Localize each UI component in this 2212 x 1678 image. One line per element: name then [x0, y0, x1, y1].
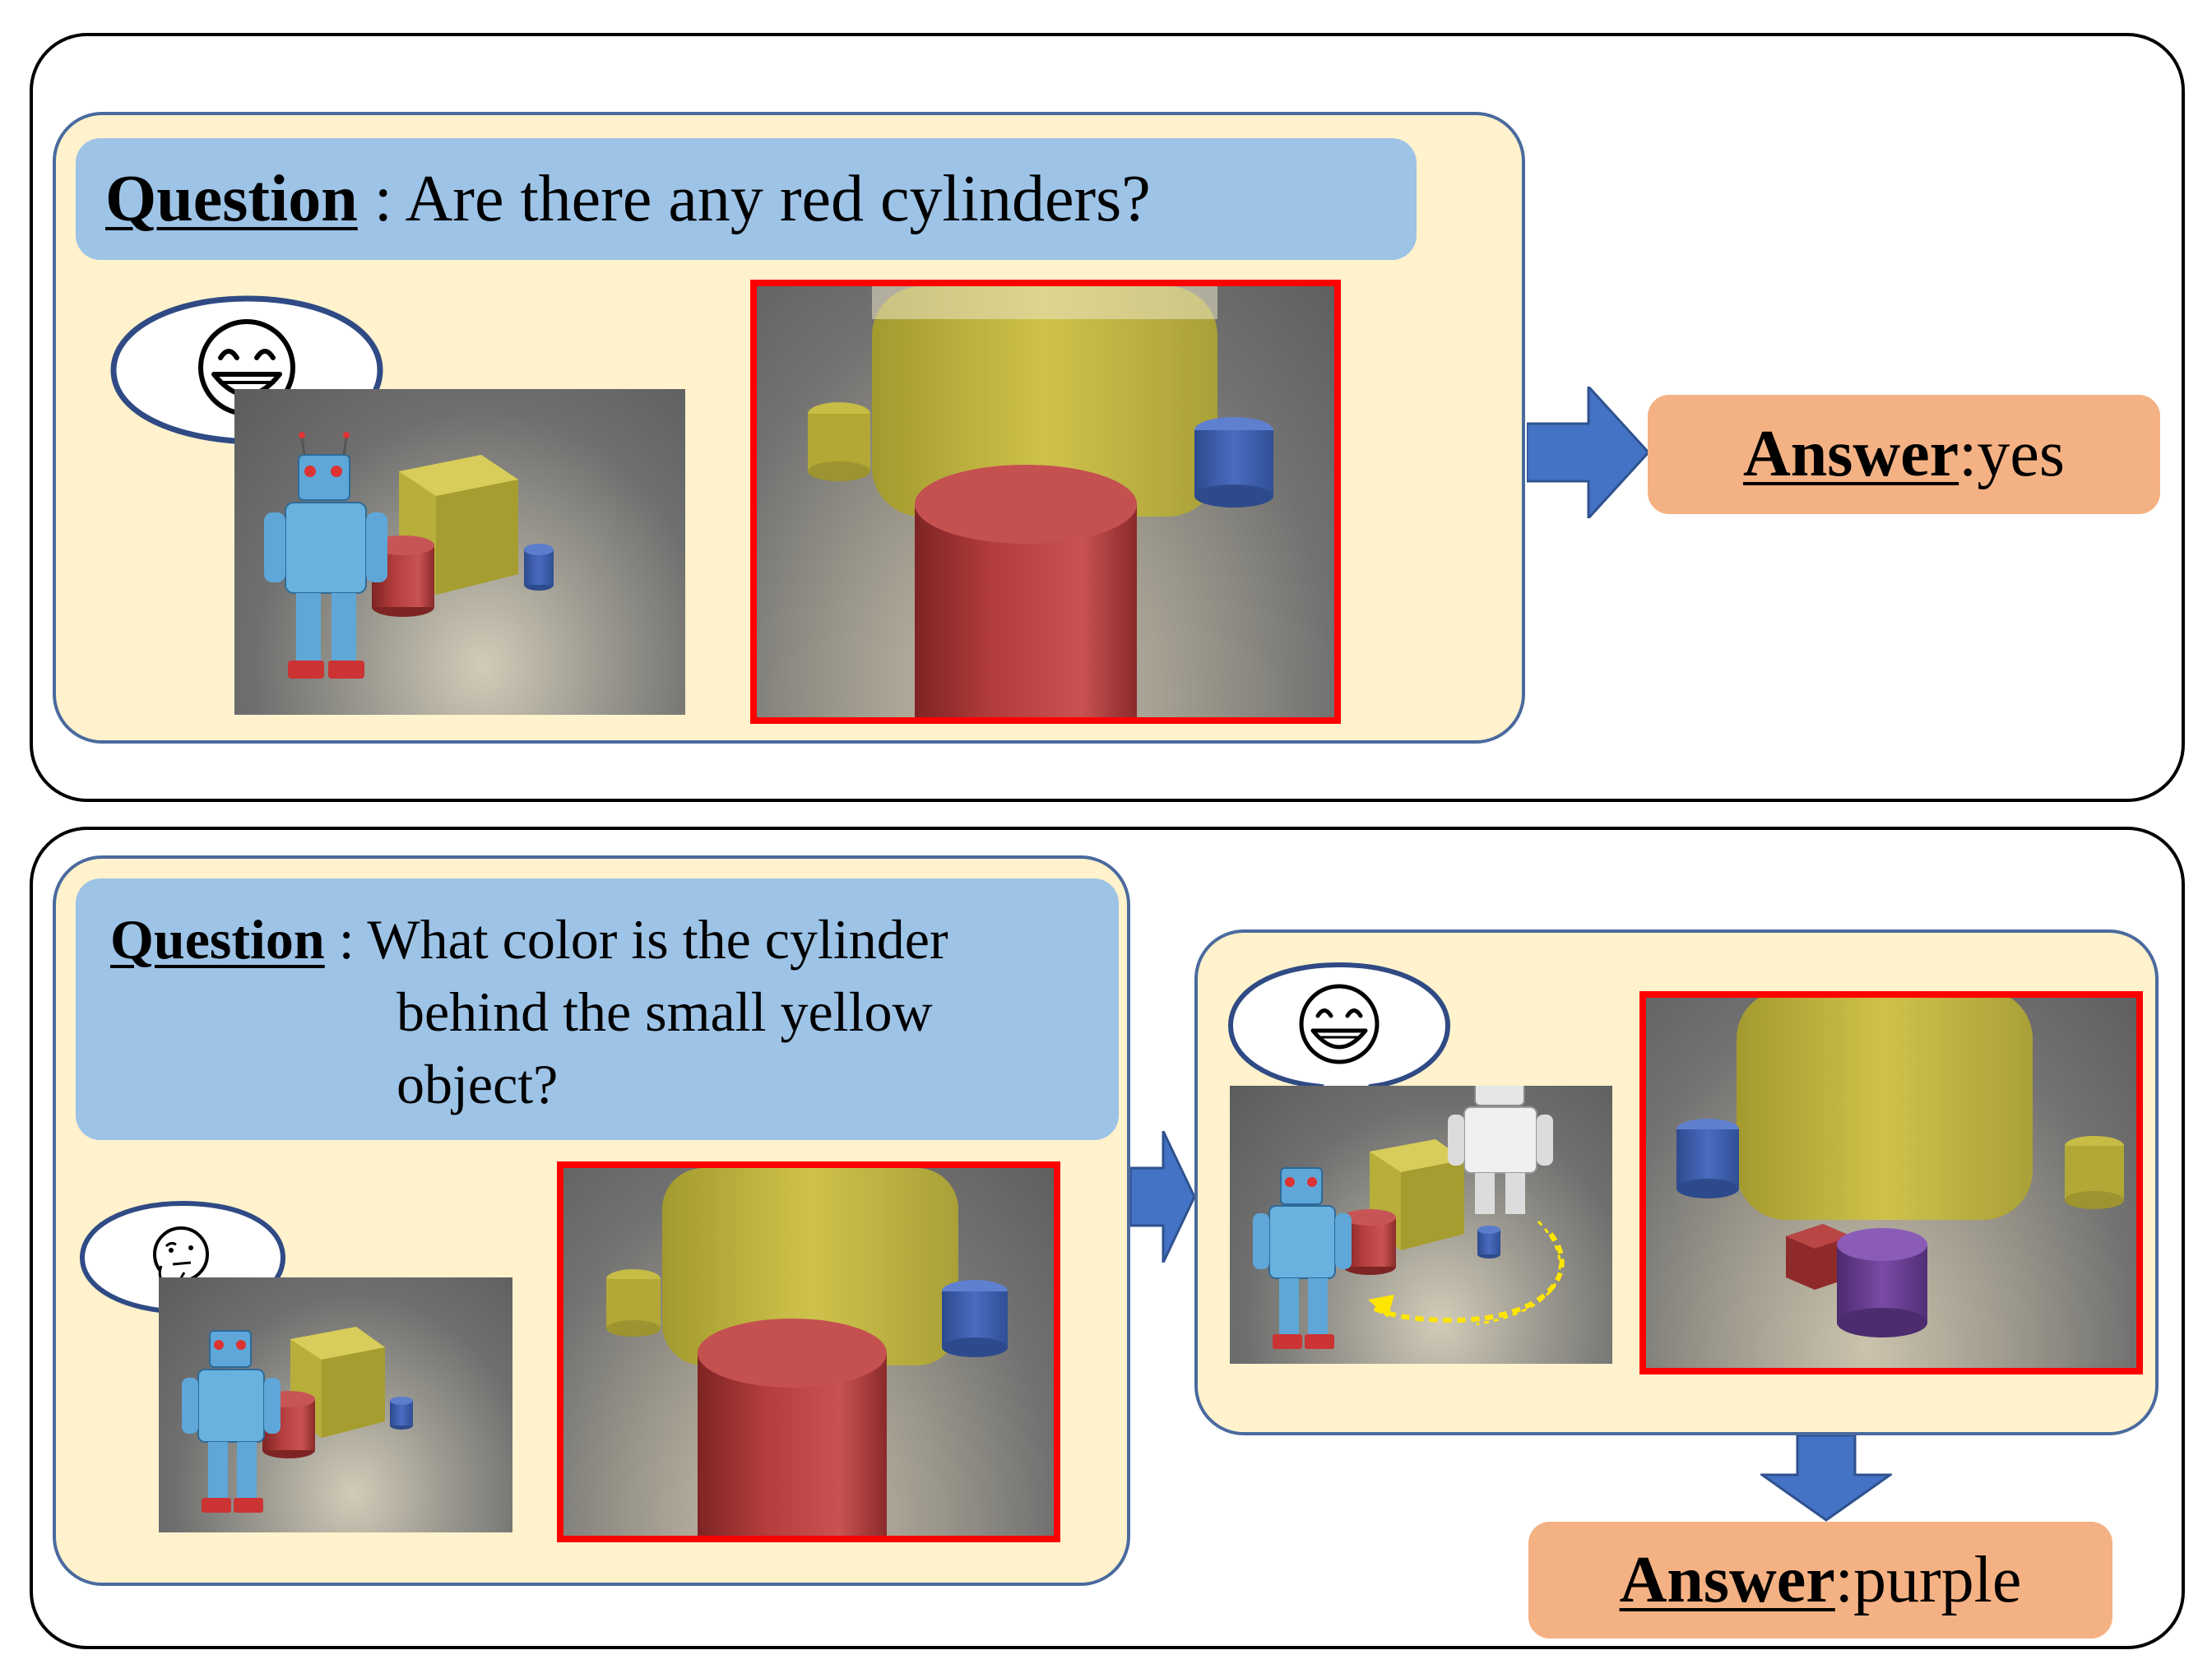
example1-zoom-view — [750, 280, 1341, 724]
example1-answer-separator: : — [1959, 418, 1978, 490]
example1-question-label: Question — [105, 163, 358, 235]
example2-arrow-down — [1760, 1435, 1892, 1522]
example2-answer-separator: : — [1834, 1543, 1854, 1616]
example2-arrow-right — [1130, 1131, 1196, 1263]
smile-face-icon — [1299, 984, 1380, 1064]
example1-question-box: Question : Are there any red cylinders? — [76, 138, 1417, 260]
example2-question-separator: : — [324, 908, 368, 971]
robot-icon — [264, 432, 387, 679]
example2-question-box: Question : What color is the cylinder be… — [76, 878, 1119, 1140]
example2-scene-image — [159, 1277, 512, 1532]
example2-zoom-view-initial — [557, 1161, 1060, 1542]
robot-icon — [1253, 1167, 1352, 1349]
example2-answer-text: purple — [1853, 1543, 2022, 1616]
example2-question-line1: What color is the cylinder — [367, 908, 948, 971]
example1-question-text: Are there any red cylinders? — [405, 163, 1151, 235]
example2-question-line1-row: Question : What color is the cylinder — [110, 903, 948, 976]
example2-zoom-view-moved — [1639, 991, 2143, 1374]
example1-scene-image — [234, 389, 685, 715]
example1-answer-label: Answer — [1742, 418, 1959, 490]
example2-question-line2: behind the small yellow — [396, 980, 933, 1043]
example2-moved-scene-image — [1230, 1086, 1612, 1364]
rotation-path-arrow — [1368, 1232, 1565, 1323]
example1-answer-text: yes — [1977, 418, 2066, 490]
example2-answer-box: Answer : purple — [1528, 1522, 2112, 1639]
example2-answer-label: Answer — [1619, 1543, 1835, 1616]
example2-question-label: Question — [110, 908, 325, 971]
thinking-face-icon — [153, 1226, 209, 1287]
example2-question-line3: object? — [396, 1053, 559, 1115]
example1-answer-box: Answer : yes — [1648, 395, 2160, 514]
example1-arrow-right — [1527, 387, 1650, 518]
robot-icon — [182, 1330, 281, 1513]
example1-question-separator: : — [357, 163, 406, 235]
moved-robot-icon — [1448, 1086, 1553, 1214]
